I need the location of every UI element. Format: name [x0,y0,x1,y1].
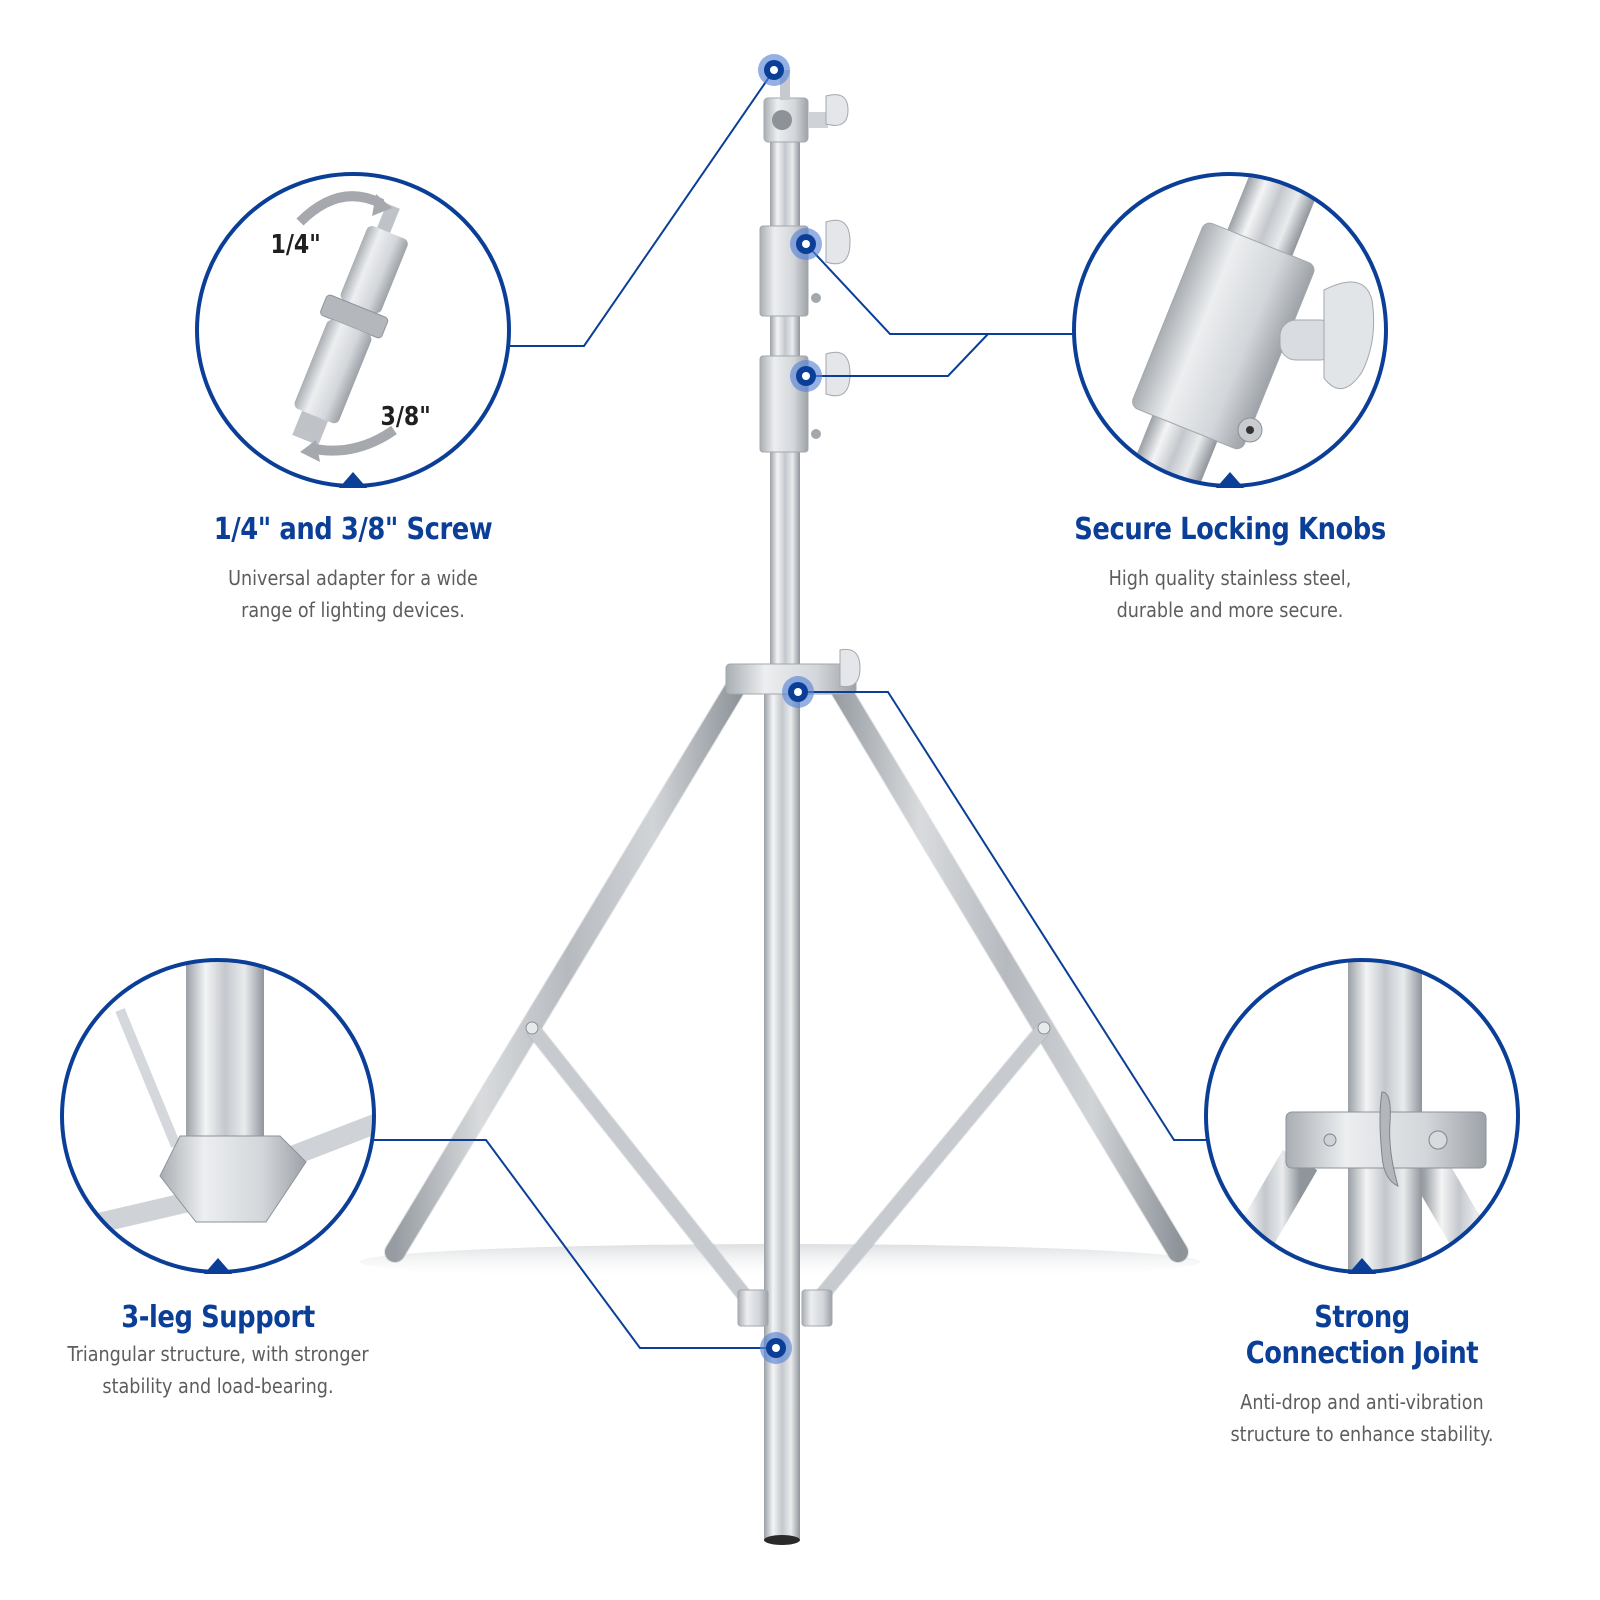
feature-description: Anti-drop and anti-vibration structure t… [1230,1390,1494,1446]
rotate-arrow-icon [296,191,385,226]
feature-legs: 3-leg Support Triangular structure, with… [18,1300,418,1402]
feature-knobs: Secure Locking Knobs High quality stainl… [1030,512,1430,626]
upper-knob-marker [790,228,822,260]
feature-title: Secure Locking Knobs [1074,512,1386,547]
leg-joint-marker [782,676,814,708]
top-spigot-marker [758,54,790,86]
feature-joint: Strong Connection Joint Anti-drop and an… [1162,1300,1562,1450]
knob-inset [1072,172,1388,488]
leg-hub-inset [60,958,376,1274]
callout-lines [372,69,1206,1349]
feature-title-line-2: Connection Joint [1245,1336,1479,1371]
feature-screw: 1/4" and 3/8" Screw Universal adapter fo… [153,512,553,626]
tripod-legs [384,669,1189,1306]
rotate-arrow-icon [308,425,397,456]
feature-title: 1/4" and 3/8" Screw [213,512,493,547]
three-eighths-inch-label: 3/8" [380,402,431,432]
screw-inset [195,172,511,488]
lower-knob-marker [790,360,822,392]
feature-title: 3-leg Support [121,1300,315,1335]
quarter-inch-label: 1/4" [270,230,321,260]
feature-description: Universal adapter for a wide range of li… [228,566,478,622]
center-column [725,70,861,1545]
feature-title-line-1: Strong [1314,1300,1410,1335]
feature-description: Triangular structure, with stronger stab… [67,1342,369,1398]
hotspot-markers [758,54,822,1364]
hub-marker [760,1332,792,1364]
feature-description: High quality stainless steel, durable an… [1108,566,1352,622]
connection-joint-inset [1204,958,1520,1274]
